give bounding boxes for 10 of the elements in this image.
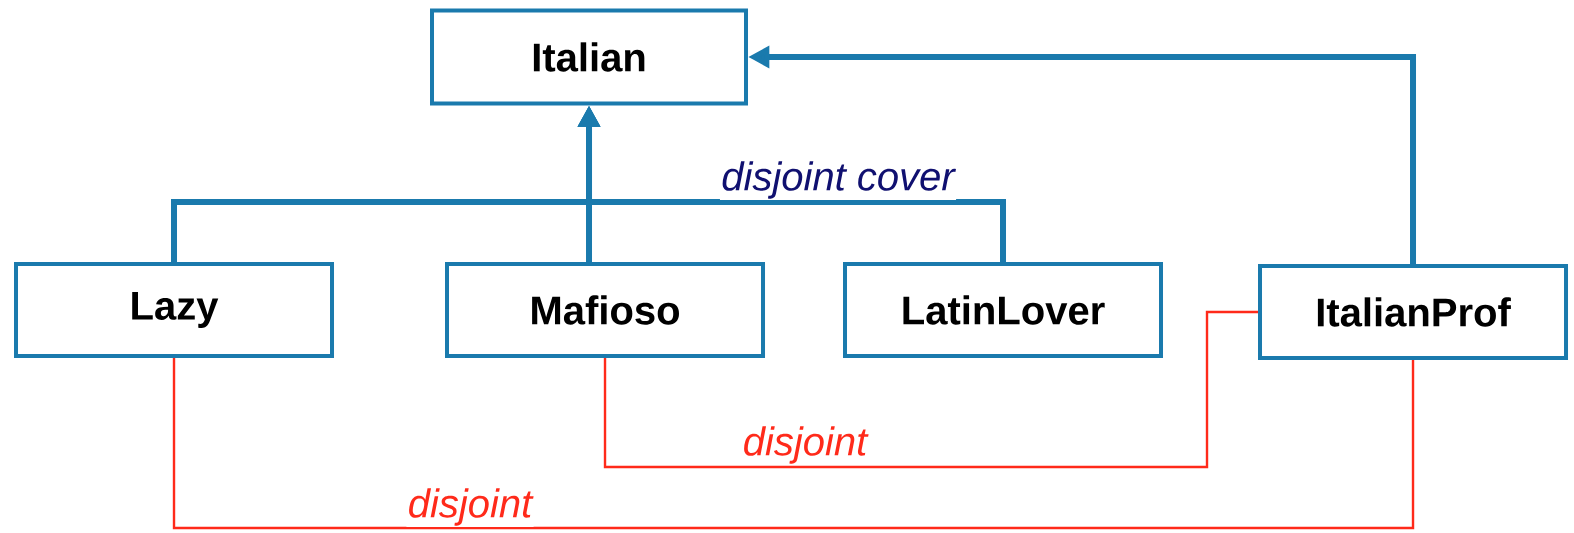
class-box: Italian	[430, 8, 748, 106]
class-box: LatinLover	[843, 262, 1163, 358]
edge-label: disjoint	[406, 487, 534, 527]
connector	[603, 310, 1258, 469]
class-box: ItalianProf	[1258, 264, 1568, 360]
class-box: Lazy	[14, 262, 334, 358]
edge-label: disjoint	[741, 425, 869, 465]
class-box: Mafioso	[445, 262, 765, 358]
connector	[172, 358, 1415, 530]
edge-label: disjoint cover	[719, 160, 957, 200]
